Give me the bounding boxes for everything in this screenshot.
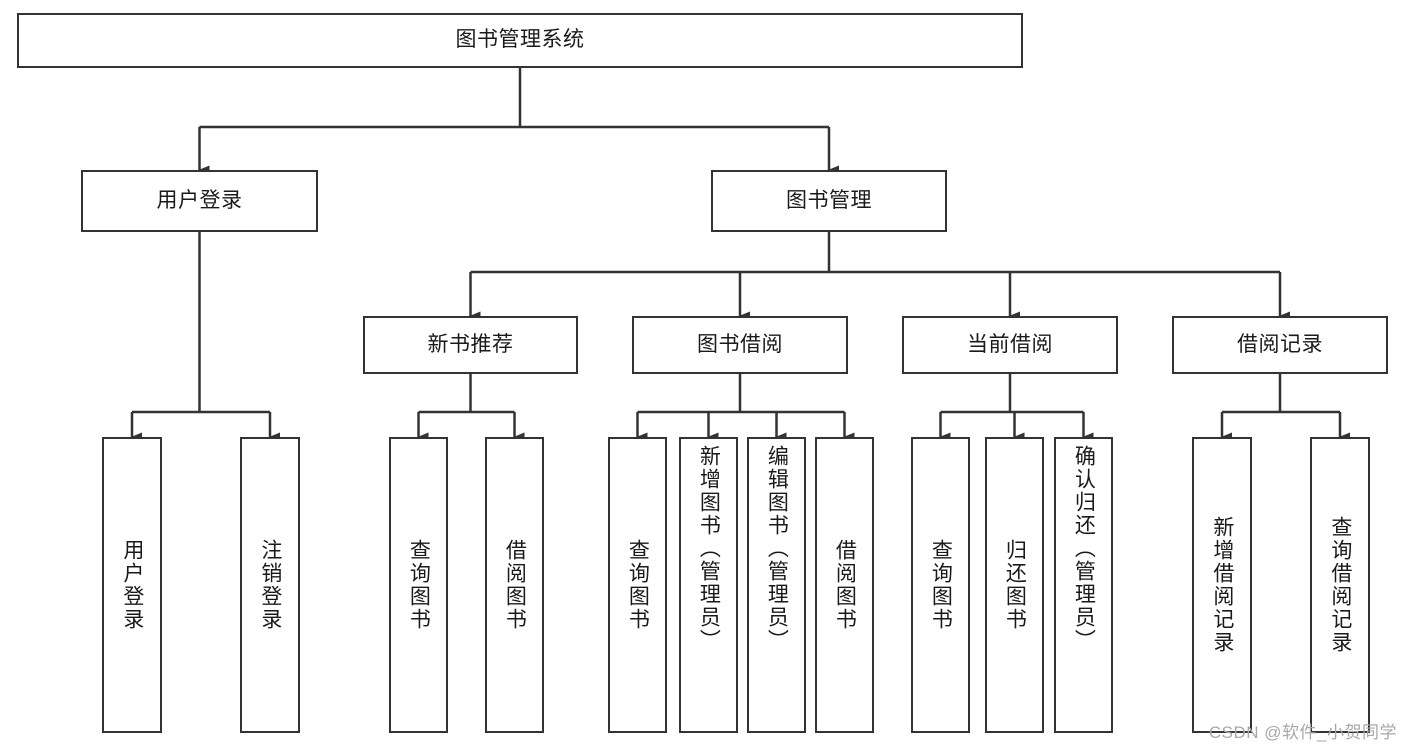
node-label: 借阅记录 [1237, 332, 1323, 356]
node-label: 确认归还（管理员） [1072, 445, 1096, 652]
node-borrow-record[interactable]: 借阅记录 [1172, 316, 1388, 374]
node-current-borrow[interactable]: 当前借阅 [902, 316, 1118, 374]
leaf-query-book-1[interactable]: 查询图书 [389, 437, 448, 733]
node-label: 用户登录 [120, 539, 144, 631]
node-label: 查询图书 [929, 539, 953, 631]
leaf-borrow-book-2[interactable]: 借阅图书 [815, 437, 874, 733]
node-label: 用户登录 [156, 188, 243, 212]
node-label: 归还图书 [1003, 539, 1027, 631]
node-label: 图书管理系统 [455, 28, 585, 52]
node-new-book-recommendation[interactable]: 新书推荐 [363, 316, 578, 374]
node-label: 编辑图书（管理员） [765, 445, 789, 652]
node-label: 新增图书（管理员） [697, 445, 721, 652]
node-label: 图书借阅 [697, 332, 783, 356]
node-label: 注销登录 [258, 539, 282, 631]
node-user-login[interactable]: 用户登录 [81, 170, 318, 232]
leaf-add-book[interactable]: 新增图书（管理员） [679, 437, 738, 733]
node-book-borrow[interactable]: 图书借阅 [632, 316, 848, 374]
leaf-add-borrow-record[interactable]: 新增借阅记录 [1192, 437, 1252, 733]
leaf-user-login[interactable]: 用户登录 [102, 437, 162, 733]
node-label: 新书推荐 [427, 332, 514, 356]
node-label: 当前借阅 [967, 332, 1053, 356]
node-label: 图书管理 [786, 188, 872, 212]
leaf-confirm-return[interactable]: 确认归还（管理员） [1054, 437, 1113, 733]
leaf-logout[interactable]: 注销登录 [240, 437, 300, 733]
leaf-return-book[interactable]: 归还图书 [985, 437, 1044, 733]
node-book-manage[interactable]: 图书管理 [711, 170, 947, 232]
node-label: 查询图书 [626, 539, 650, 631]
node-label: 新增借阅记录 [1210, 516, 1234, 654]
node-label: 借阅图书 [833, 539, 857, 631]
leaf-query-borrow-record[interactable]: 查询借阅记录 [1310, 437, 1370, 733]
node-root[interactable]: 图书管理系统 [17, 13, 1023, 68]
node-label: 查询图书 [407, 539, 431, 631]
node-label: 查询借阅记录 [1328, 516, 1352, 654]
watermark: CSDN @软件_小贺同学 [1208, 723, 1397, 742]
leaf-query-book-2[interactable]: 查询图书 [608, 437, 667, 733]
leaf-borrow-book-1[interactable]: 借阅图书 [485, 437, 544, 733]
leaf-edit-book[interactable]: 编辑图书（管理员） [747, 437, 806, 733]
leaf-query-book-3[interactable]: 查询图书 [911, 437, 970, 733]
node-label: 借阅图书 [503, 539, 527, 631]
